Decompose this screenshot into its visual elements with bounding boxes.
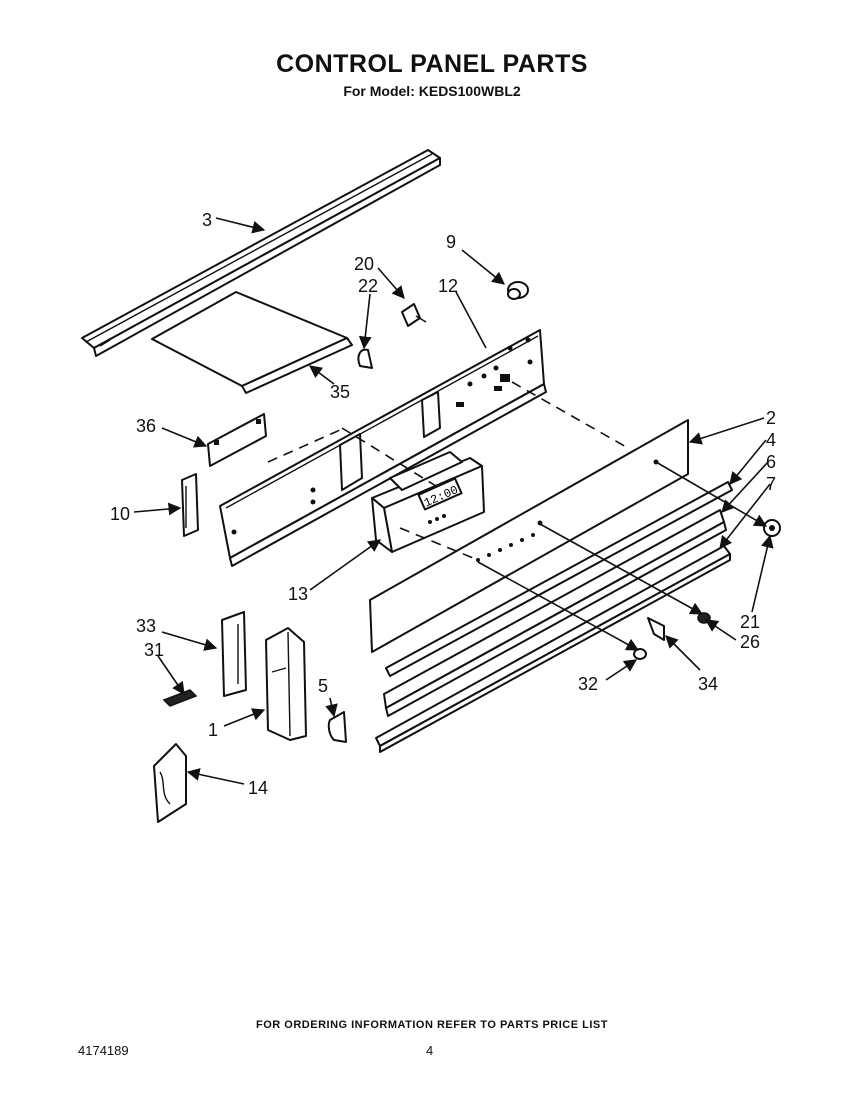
callout-22: 22 bbox=[358, 276, 378, 296]
part-4-trim bbox=[385, 481, 733, 677]
callout-36: 36 bbox=[136, 416, 156, 436]
callout-31: 31 bbox=[144, 640, 164, 660]
callout-4: 4 bbox=[766, 430, 776, 450]
part-1-end-bracket bbox=[265, 627, 307, 741]
ordering-note: FOR ORDERING INFORMATION REFER TO PARTS … bbox=[256, 1019, 608, 1031]
part-32-screw bbox=[633, 648, 647, 660]
callout-35: 35 bbox=[330, 382, 350, 402]
callout-32: 32 bbox=[578, 674, 598, 694]
part-31-clip bbox=[162, 689, 198, 707]
callout-7: 7 bbox=[766, 474, 776, 494]
part-7-bottom-trim bbox=[375, 545, 731, 753]
part-12-control-panel bbox=[219, 329, 547, 567]
document-number: 4174189 bbox=[78, 1043, 129, 1058]
page-title: CONTROL PANEL PARTS bbox=[276, 50, 588, 78]
part-21-knob bbox=[763, 519, 781, 537]
callout-13: 13 bbox=[288, 584, 308, 604]
callout-12: 12 bbox=[438, 276, 458, 296]
callout-3: 3 bbox=[202, 210, 212, 230]
part-10-hinge bbox=[181, 473, 199, 537]
part-20-switch bbox=[401, 303, 427, 327]
callout-5: 5 bbox=[318, 676, 328, 696]
callout-10: 10 bbox=[110, 504, 130, 524]
callout-1: 1 bbox=[208, 720, 218, 740]
part-36-bracket bbox=[207, 413, 267, 467]
part-5-end-cap bbox=[327, 711, 347, 743]
page-number: 4 bbox=[426, 1043, 434, 1058]
part-14-side-bracket bbox=[153, 743, 187, 823]
callout-9: 9 bbox=[446, 232, 456, 252]
part-34-clip bbox=[647, 617, 665, 641]
part-13-electronic-control: 12:00 bbox=[371, 451, 485, 553]
callout-21: 21 bbox=[740, 612, 760, 632]
part-35-shield bbox=[151, 291, 353, 394]
callout-26: 26 bbox=[740, 632, 760, 652]
part-33-end-cap bbox=[221, 611, 247, 697]
model-subtitle: For Model: KEDS100WBL2 bbox=[343, 83, 521, 99]
part-3-top-trim bbox=[81, 149, 441, 357]
part-9-knob bbox=[507, 281, 529, 300]
callout-20: 20 bbox=[354, 254, 374, 274]
callout-14: 14 bbox=[248, 778, 268, 798]
callout-6: 6 bbox=[766, 452, 776, 472]
part-6-trim bbox=[383, 509, 727, 717]
part-22-clip bbox=[357, 348, 373, 369]
callout-2: 2 bbox=[766, 408, 776, 428]
callout-33: 33 bbox=[136, 616, 156, 636]
callout-34: 34 bbox=[698, 674, 718, 694]
